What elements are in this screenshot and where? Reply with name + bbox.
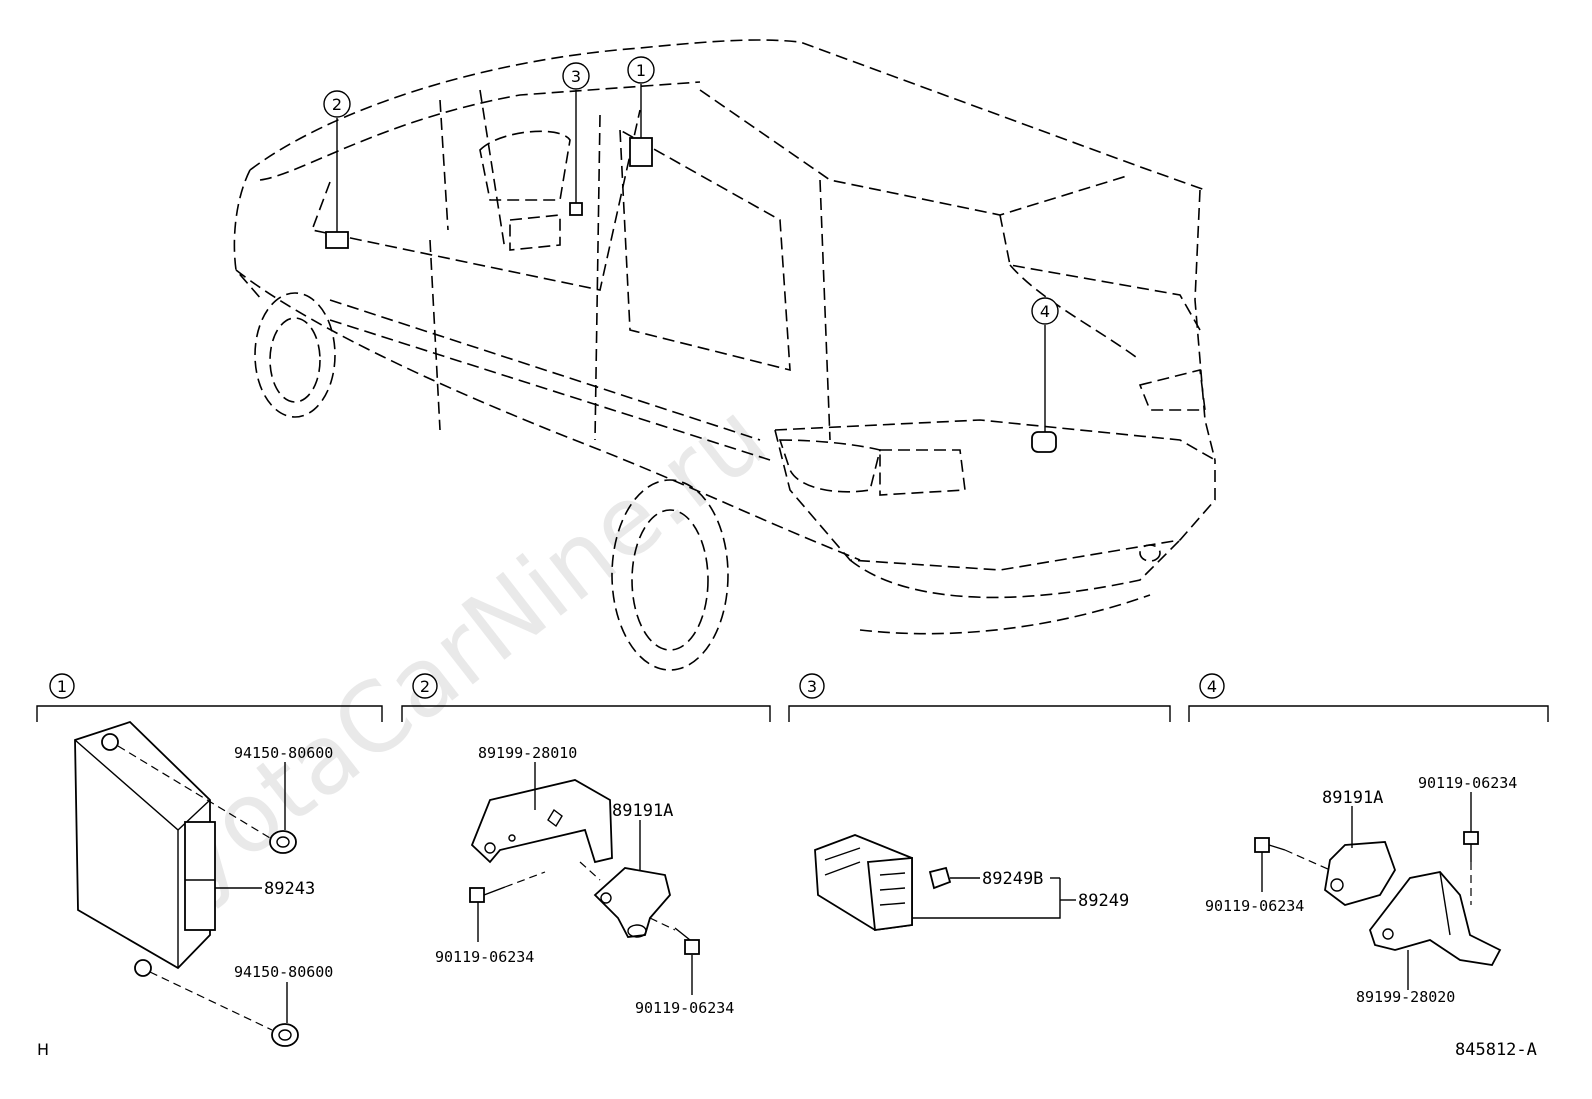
section-3-bracket — [788, 705, 1171, 722]
bolt-90119-06234-right[interactable] — [674, 927, 700, 955]
overview-callout-3[interactable]: 3 — [562, 62, 590, 203]
ecu-unit[interactable] — [74, 720, 216, 977]
svg-text:4: 4 — [1040, 302, 1050, 321]
section-1-number: 1 — [57, 677, 67, 696]
switch-89249[interactable] — [814, 834, 913, 932]
grommet-upper[interactable] — [269, 830, 297, 854]
section-1: 1 94150-80600 89243 94150-80600 — [36, 673, 383, 1047]
diagram-id: 845812-A — [1455, 1040, 1537, 1060]
label-94150-80600-lower: 94150-80600 — [234, 963, 333, 981]
label-89249: 89249 — [1078, 891, 1129, 911]
bolt-90119-06234-s4-top[interactable] — [1463, 831, 1479, 862]
label-90119-06234-s4-left: 90119-06234 — [1205, 897, 1304, 915]
section-4-number: 4 — [1207, 677, 1217, 696]
bulb-89249B[interactable] — [928, 866, 952, 890]
svg-text:1: 1 — [636, 61, 646, 80]
svg-text:3: 3 — [571, 67, 581, 86]
section-2-bracket — [401, 705, 771, 722]
section-4: 4 89191A 90119-06234 90119-06234 — [1188, 673, 1549, 1006]
label-89191A-s4: 89191A — [1322, 788, 1383, 808]
section-4-bracket — [1188, 705, 1549, 722]
label-90119-06234-s4-top: 90119-06234 — [1418, 774, 1517, 792]
footer-code: H — [37, 1040, 49, 1059]
grommet-lower[interactable] — [271, 1023, 299, 1047]
label-94150-80600-upper: 94150-80600 — [234, 744, 333, 762]
label-90119-06234-s2-right: 90119-06234 — [635, 999, 734, 1017]
label-89243: 89243 — [264, 879, 315, 899]
vehicle-outline — [233, 39, 1216, 671]
section-2-number: 2 — [420, 677, 430, 696]
label-89249B: 89249B — [982, 869, 1043, 889]
label-89199-28020: 89199-28020 — [1356, 988, 1455, 1006]
bracket-89199-28020[interactable] — [1368, 871, 1502, 966]
sensor-89191A[interactable] — [593, 867, 671, 938]
section-2: 2 89199-28010 89191A — [401, 673, 771, 1017]
bracket-89199-28010[interactable] — [470, 779, 613, 864]
svg-text:2: 2 — [332, 95, 342, 114]
label-90119-06234-s2-left: 90119-06234 — [435, 948, 534, 966]
bolt-90119-06234-s4-left[interactable] — [1254, 837, 1286, 853]
overview-callout-1[interactable]: 1 — [627, 56, 655, 138]
section-1-bracket — [36, 705, 383, 722]
bolt-90119-06234-left[interactable] — [469, 886, 506, 903]
overview-callout-2[interactable]: 2 — [323, 90, 351, 232]
overview-callout-4[interactable]: 4 — [1031, 297, 1059, 432]
section-3-number: 3 — [807, 677, 817, 696]
sensor-89191A-s4[interactable] — [1324, 841, 1396, 906]
label-89199-28010: 89199-28010 — [478, 744, 577, 762]
label-89191A-s2: 89191A — [612, 801, 673, 821]
section-3: 3 89249B 89249 — [788, 673, 1171, 932]
overview-callouts: 1 2 3 4 — [323, 56, 1059, 432]
